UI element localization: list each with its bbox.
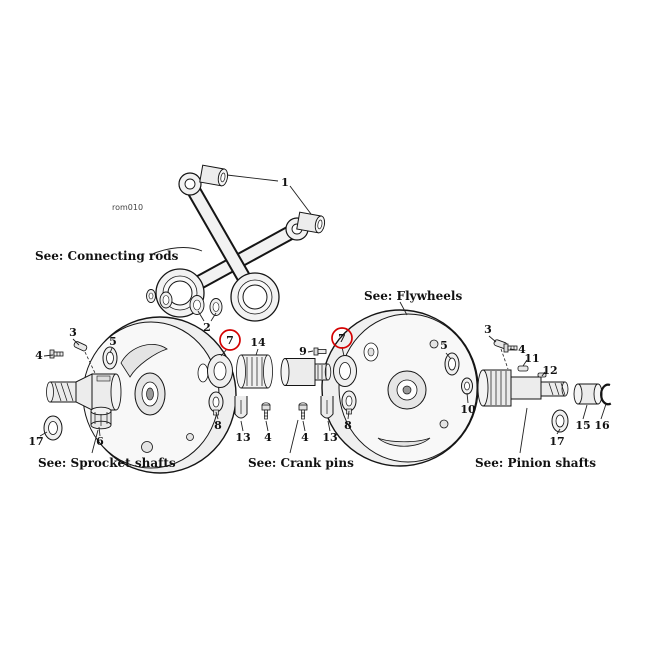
callout-4-left: 4	[35, 349, 43, 362]
bushing-part-1-upper	[199, 164, 229, 187]
washer-part-17-right	[551, 409, 569, 433]
pinion-shaft	[477, 369, 569, 407]
callout-13-left: 13	[235, 431, 250, 444]
callout-14: 14	[250, 336, 266, 349]
retainer-part-13-right	[320, 396, 334, 419]
spacer-part-15	[573, 383, 603, 405]
callout-6: 6	[96, 435, 104, 448]
callout-2: 2	[203, 321, 211, 334]
screw-part-4-center-right	[298, 402, 308, 420]
bearing-washer-part-5-right	[444, 352, 460, 376]
label-connecting-rods: See: Connecting rods	[35, 249, 179, 263]
callout-8-right: 8	[344, 419, 352, 432]
callout-12: 12	[542, 364, 557, 377]
callout-10: 10	[460, 403, 476, 416]
thrust-washer-part-7-right	[333, 355, 357, 387]
callout-7-left: 7	[226, 334, 234, 347]
callout-3-left: 3	[69, 326, 77, 339]
screw-part-4-right	[503, 343, 518, 353]
callout-4-center-left: 4	[264, 431, 272, 444]
callout-17-right: 17	[549, 435, 564, 448]
callout-7-right: 7	[338, 332, 346, 345]
retainer-part-13-left	[234, 396, 248, 419]
callout-17-left: 17	[28, 435, 43, 448]
crank-pin	[280, 358, 332, 386]
retaining-ring-part-16	[600, 383, 612, 406]
bushing-part-1-lower	[296, 211, 326, 234]
callout-1: 1	[281, 176, 289, 189]
washer-part-10	[461, 377, 473, 395]
callout-9: 9	[299, 345, 307, 358]
leader-lines	[39, 174, 607, 454]
callout-3-right: 3	[484, 323, 492, 336]
label-flywheels: See: Flywheels	[364, 289, 462, 303]
callout-15: 15	[575, 419, 590, 432]
callout-4-center-right: 4	[301, 431, 309, 444]
screw-part-4-left	[49, 349, 64, 359]
connecting-rods	[146, 164, 326, 322]
thrust-washer-part-7-left	[207, 354, 233, 388]
key-part-3-left	[73, 341, 88, 352]
rod-washers-part-2	[146, 289, 223, 316]
roller-bearing-part-14	[236, 354, 273, 389]
flywheel-right	[321, 309, 479, 467]
label-pinion-shafts: See: Pinion shafts	[475, 456, 596, 470]
callout-13-right: 13	[322, 431, 337, 444]
highlight-circle-left	[219, 329, 241, 351]
label-sprocket-shafts: See: Sprocket shafts	[38, 456, 176, 470]
figure-code: rom010	[112, 203, 143, 212]
label-crank-pins: See: Crank pins	[248, 456, 354, 470]
nut-part-6	[90, 406, 112, 430]
screw-part-9	[313, 347, 327, 356]
callout-16: 16	[594, 419, 610, 432]
callout-8-left: 8	[214, 419, 222, 432]
highlight-circle-right	[331, 327, 353, 349]
bearing-washer-part-5-left	[102, 346, 118, 370]
callout-4-right: 4	[518, 343, 526, 356]
sprocket-shaft	[46, 373, 122, 411]
callout-5-right: 5	[440, 339, 448, 352]
callout-5-left: 5	[109, 335, 117, 348]
washer-part-17-left	[43, 415, 63, 441]
key-part-11	[517, 365, 529, 372]
screw-part-4-center-left	[261, 402, 271, 420]
callout-11: 11	[524, 352, 539, 365]
